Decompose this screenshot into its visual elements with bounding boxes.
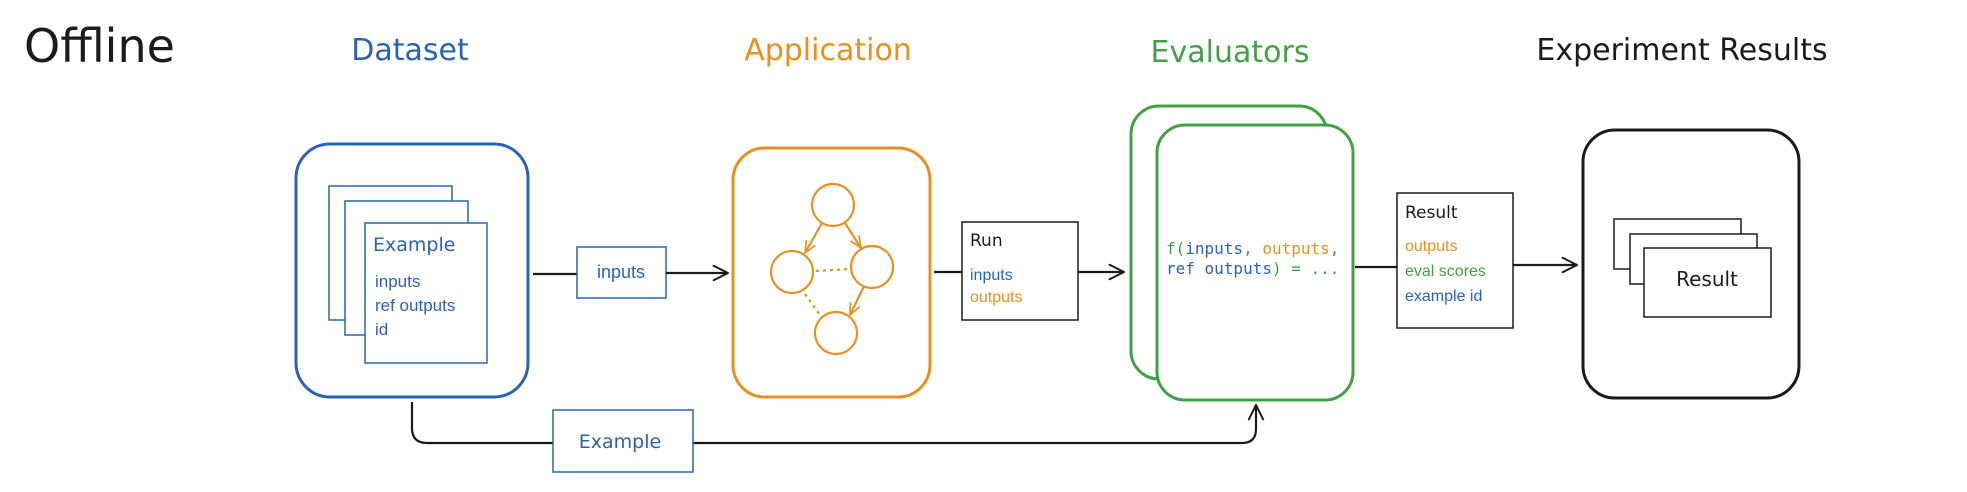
result-card-eval-scores: eval scores — [1405, 263, 1486, 280]
result-card — [1396, 192, 1514, 329]
inputs-label: inputs — [597, 262, 645, 282]
evaluator-code-f: f( — [1166, 239, 1185, 258]
results-card-label: Result — [1676, 267, 1738, 291]
evaluator-code-inputs: inputs — [1185, 239, 1243, 258]
application-graph-icon — [769, 182, 895, 356]
evaluator-card-front — [1155, 123, 1355, 402]
evaluators-box: f(inputs, outputs, ref outputs) = ... — [1129, 104, 1355, 402]
evaluator-code-tail: ) = ... — [1272, 259, 1339, 278]
evaluator-code: f(inputs, outputs, — [1166, 239, 1339, 258]
results-card — [1643, 247, 1772, 318]
arrow-dataset-example-to-evaluators — [410, 402, 1265, 445]
experiment-results-box: Result — [1581, 128, 1801, 400]
dataset-example-card — [364, 222, 488, 364]
header-application: Application — [744, 33, 912, 68]
dataset-field-id: id — [375, 320, 388, 339]
dataset-example-title: Example — [373, 234, 455, 256]
evaluator-code-comma2: , — [1330, 239, 1340, 258]
run-card-inputs: inputs — [970, 267, 1013, 284]
run-card — [961, 221, 1079, 321]
example-label: Example — [579, 431, 661, 453]
dataset-field-ref-outputs: ref outputs — [375, 296, 455, 315]
evaluator-code-line2: ref outputs) = ... — [1166, 259, 1339, 278]
dataset-box: Example inputs ref outputs id — [294, 142, 530, 399]
example-label-box — [552, 409, 694, 473]
evaluator-code-comma1: , — [1243, 239, 1262, 258]
inputs-label-box — [576, 246, 667, 299]
header-evaluators: Evaluators — [1151, 35, 1310, 70]
evaluator-code-outputs: outputs — [1262, 239, 1329, 258]
header-experiment-results: Experiment Results — [1536, 33, 1827, 68]
result-card-title: Result — [1405, 203, 1458, 223]
result-card-outputs: outputs — [1405, 238, 1457, 255]
application-box — [731, 146, 932, 399]
result-card-example-id: example id — [1405, 288, 1482, 305]
header-dataset: Dataset — [351, 33, 469, 68]
evaluator-code-ref: ref outputs — [1166, 259, 1272, 278]
run-card-title: Run — [970, 231, 1003, 251]
run-card-outputs: outputs — [970, 289, 1022, 306]
dataset-field-inputs: inputs — [375, 272, 420, 291]
page-title: Offline — [24, 19, 175, 73]
